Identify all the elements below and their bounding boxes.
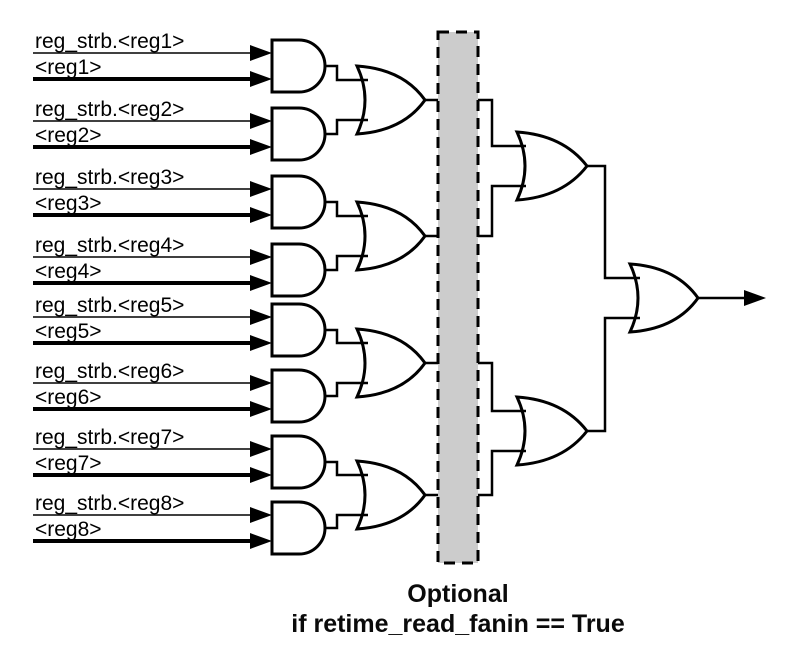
input-label-strobe: reg_strb.<reg5>: [35, 294, 184, 317]
caption: Optional if retime_read_fanin == True: [291, 580, 625, 638]
input-label-value: <reg4>: [35, 260, 102, 283]
wire-l2-top-to-final: [587, 164, 640, 280]
and-gate-5: [270, 302, 327, 358]
or-gates: [354, 64, 700, 531]
input-channel-2: reg_strb.<reg2> <reg2>: [33, 98, 368, 162]
arrowhead-icon: [250, 401, 272, 417]
or-gate-final: [627, 262, 700, 334]
input-label-strobe: reg_strb.<reg6>: [35, 360, 184, 383]
wire-and2-to-or: [325, 118, 368, 136]
arrowhead-icon: [250, 45, 272, 61]
input-label-value: <reg3>: [35, 192, 102, 215]
arrowhead-icon: [250, 533, 272, 549]
input-channel-7: reg_strb.<reg7> <reg7>: [33, 426, 368, 490]
input-label-value: <reg5>: [35, 320, 102, 343]
wire-and4-to-or: [325, 254, 368, 272]
wire-and1-to-or: [325, 64, 368, 82]
and-gate-8: [270, 500, 327, 556]
input-channel-8: reg_strb.<reg8> <reg8>: [33, 492, 368, 556]
or-gate-l1-2: [354, 200, 427, 272]
or-gate-l2-1: [514, 130, 589, 202]
input-label-value: <reg8>: [35, 518, 102, 541]
caption-line-1: Optional: [407, 580, 508, 608]
and-gate-1: [270, 38, 327, 94]
caption-line-2: if retime_read_fanin == True: [291, 610, 625, 638]
and-gate-6: [270, 368, 327, 424]
arrowhead-icon: [250, 309, 272, 325]
arrowhead-icon: [250, 139, 272, 155]
input-label-value: <reg7>: [35, 452, 102, 475]
output-arrowhead-icon: [744, 290, 766, 306]
wire-and7-to-or: [325, 460, 368, 477]
or-gate-l1-1: [354, 64, 427, 136]
and-gate-4: [270, 242, 327, 298]
wire-and8-to-or: [325, 513, 368, 530]
input-label-strobe: reg_strb.<reg2>: [35, 98, 184, 121]
input-label-strobe: reg_strb.<reg3>: [35, 166, 184, 189]
and-gate-7: [270, 434, 327, 490]
input-channel-1: reg_strb.<reg1> <reg1>: [33, 30, 368, 94]
arrowhead-icon: [250, 181, 272, 197]
arrowhead-icon: [250, 71, 272, 87]
input-label-strobe: reg_strb.<reg1>: [35, 30, 184, 53]
input-label-strobe: reg_strb.<reg4>: [35, 234, 184, 257]
input-channel-6: reg_strb.<reg6> <reg6>: [33, 360, 368, 424]
arrowhead-icon: [250, 335, 272, 351]
input-label-value: <reg2>: [35, 124, 102, 147]
input-label-strobe: reg_strb.<reg8>: [35, 492, 184, 515]
and-gate-3: [270, 174, 327, 230]
input-channel-4: reg_strb.<reg4> <reg4>: [33, 234, 368, 298]
wire-and3-to-or: [325, 200, 368, 218]
wire-and6-to-or: [325, 381, 368, 398]
arrowhead-icon: [250, 207, 272, 223]
input-label-value: <reg6>: [35, 386, 102, 409]
wire-and5-to-or: [325, 328, 368, 345]
arrowhead-icon: [250, 441, 272, 457]
input-label-strobe: reg_strb.<reg7>: [35, 426, 184, 449]
arrowhead-icon: [250, 275, 272, 291]
arrowhead-icon: [250, 507, 272, 523]
or-gate-l2-2: [514, 395, 589, 467]
arrowhead-icon: [250, 249, 272, 265]
wire-l2-bottom-to-final: [587, 316, 640, 433]
input-channel-5: reg_strb.<reg5> <reg5>: [33, 294, 368, 358]
or-gate-l1-3: [354, 327, 427, 399]
retime-stage-box: [436, 30, 480, 565]
and-gate-2: [270, 106, 327, 162]
arrowhead-icon: [250, 375, 272, 391]
input-channel-3: reg_strb.<reg3> <reg3>: [33, 166, 368, 230]
or-gate-l1-4: [354, 459, 427, 531]
arrowhead-icon: [250, 113, 272, 129]
arrowhead-icon: [250, 467, 272, 483]
input-label-value: <reg1>: [35, 56, 102, 79]
